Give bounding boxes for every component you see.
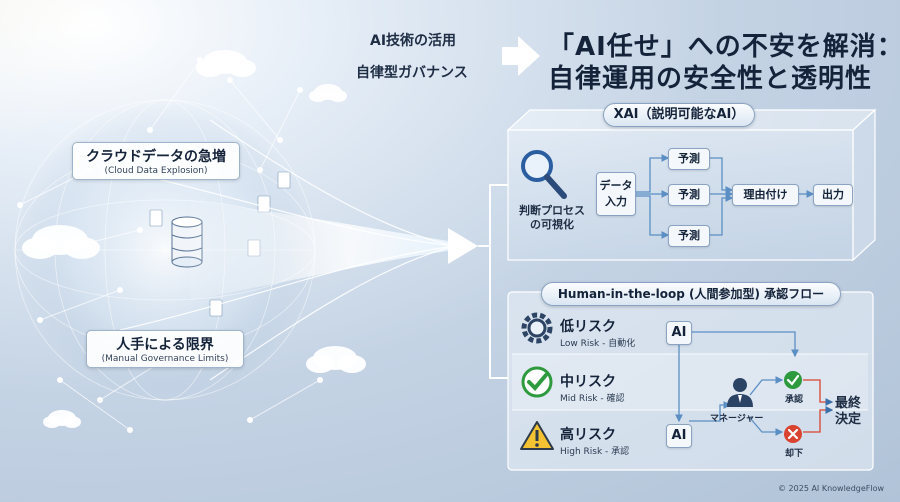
process-label-line2: の可視化 (530, 218, 574, 231)
reject-label: 却下 (785, 449, 804, 459)
magnifier-icon (521, 150, 567, 199)
manual-limits-sublabel: (Manual Governance Limits) (101, 354, 229, 364)
cloud-icon (43, 410, 81, 428)
reject-icon (784, 425, 802, 443)
final-decision-label: 最終 決定 (835, 396, 861, 428)
approve-label: 承認 (785, 395, 804, 405)
cloud-data-callout: クラウドデータの急増 (Cloud Data Explosion) (72, 142, 240, 180)
document-icon (209, 299, 223, 317)
risk-row-high: 高リスク High Risk - 承認 (560, 424, 629, 457)
risk-row-mid: 中リスク Mid Risk - 確認 (560, 371, 624, 404)
final-decision-line1: 最終 (835, 396, 862, 411)
document-icon (277, 171, 291, 189)
final-decision-line2: 決定 (835, 412, 862, 427)
output-box: 出力 (813, 184, 853, 206)
risk-high-label: 高リスク (560, 427, 616, 443)
approve-icon (784, 371, 802, 389)
reasoning-box: 理由付け (732, 184, 799, 206)
cloud-icon (309, 84, 347, 102)
predict-box-3: 予測 (668, 225, 710, 247)
page-title-line1: 「AI任せ」への不安を解消： (548, 32, 900, 62)
cloud-data-label: クラウドデータの急増 (86, 149, 226, 165)
document-icon (257, 195, 271, 213)
risk-mid-sublabel: Mid Risk - 確認 (560, 394, 625, 404)
risk-high-sublabel: High Risk - 承認 (560, 447, 630, 457)
gear-icon (521, 312, 553, 344)
data-input-box: データ 入力 (596, 172, 636, 216)
branch-connector (478, 184, 508, 247)
cloud-data-sublabel: (Cloud Data Explosion) (104, 166, 208, 176)
predict-box-1: 予測 (668, 148, 710, 170)
ai-box-high: AI (666, 424, 692, 448)
warning-icon (520, 421, 554, 450)
manual-limits-callout: 人手による限界 (Manual Governance Limits) (86, 330, 244, 368)
cloud-icon (306, 346, 366, 373)
risk-low-label: 低リスク (560, 319, 616, 335)
header-arrow-icon (502, 36, 540, 76)
cloud-icon (196, 50, 256, 77)
stream-arrow-icon (448, 228, 478, 264)
data-input-line1: データ (599, 179, 633, 192)
page-title-line2: 自律運用の安全性と透明性 (548, 64, 873, 94)
data-stream (190, 200, 455, 300)
manager-icon (727, 378, 753, 407)
data-input-line2: 入力 (605, 195, 627, 208)
branch-connector (489, 246, 508, 379)
process-visualization-label: 判断プロセス の可視化 (513, 204, 591, 232)
ai-box-low: AI (666, 321, 692, 345)
document-icon (149, 209, 163, 227)
copyright-text: © 2025 AI KnowledgeFlow (778, 484, 885, 493)
predict-box-2: 予測 (668, 184, 710, 206)
risk-mid-label: 中リスク (560, 374, 616, 390)
header-subtitle-1: AI技術の活用 (370, 33, 457, 49)
header-subtitle-2: 自律型ガバナンス (356, 65, 468, 81)
hitl-title: Human-in-the-loop (人間参加型) 承認フロー (541, 282, 841, 306)
risk-row-low: 低リスク Low Risk - 自動化 (560, 316, 635, 349)
manager-label: マネージャー (710, 414, 764, 424)
check-circle-icon (521, 366, 553, 398)
risk-low-sublabel: Low Risk - 自動化 (560, 339, 636, 349)
xai-title: XAI（説明可能なAI） (603, 103, 755, 127)
manual-limits-label: 人手による限界 (116, 337, 214, 353)
cloud-icon (22, 225, 100, 259)
process-label-line1: 判断プロセス (519, 204, 585, 217)
